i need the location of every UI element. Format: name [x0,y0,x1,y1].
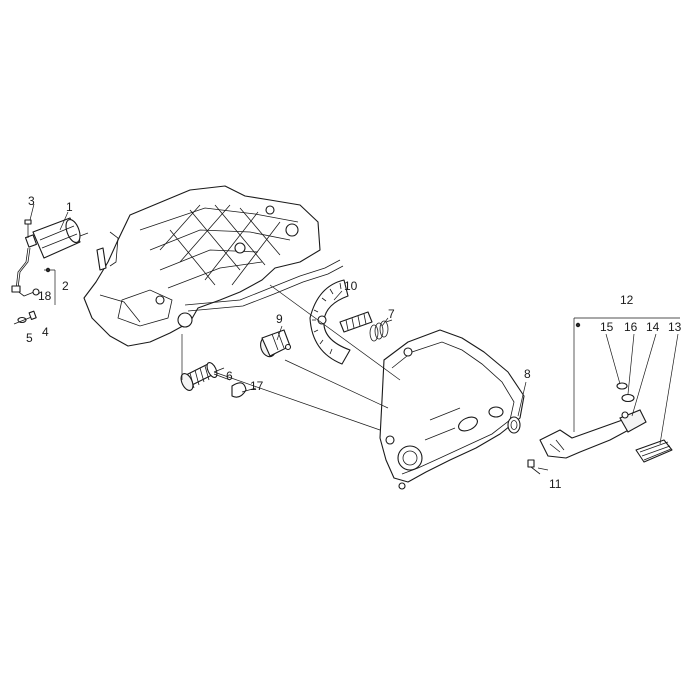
callout-3: 3 [28,194,35,208]
kick-start-lever [539,409,647,459]
callout-17: 17 [250,379,264,393]
callout-18: 18 [38,289,52,303]
lever-bolt [527,459,541,475]
transmission-cover [379,329,525,490]
callout-12: 12 [620,293,634,307]
callout-2: 2 [62,279,69,293]
callout-4: 4 [42,325,49,339]
callout-13: 13 [668,320,682,334]
callout-leaders [29,203,680,471]
starter-cable [11,247,40,297]
starter-gear [180,362,225,391]
callout-1: 1 [66,200,73,214]
bolt-washer [13,310,37,325]
circlip [231,382,247,398]
kick-shaft [339,311,373,333]
starter-bolt [24,219,32,238]
bendix-assembly [260,329,292,358]
callout-15: 15 [600,320,614,334]
callout-16: 16 [624,320,638,334]
callout-5: 5 [26,331,33,345]
callout-10: 10 [344,279,358,293]
pedal-rubber [635,439,673,463]
callout-labels: 1 2 3 4 5 6 7 8 9 10 11 12 13 14 15 16 1… [26,194,682,491]
kick-gear-sector [309,279,351,365]
callout-11: 11 [549,477,562,491]
callout-8: 8 [524,367,531,381]
callout-6: 6 [226,369,233,383]
crankcase-housing [83,185,344,347]
alignment-lines [181,284,401,431]
starter-motor [24,217,89,259]
callout-7: 7 [388,307,395,321]
callout-14: 14 [646,320,660,334]
lever-washers [616,382,635,403]
callout-9: 9 [276,312,283,326]
oil-seal [507,416,521,434]
return-spring [369,319,393,342]
